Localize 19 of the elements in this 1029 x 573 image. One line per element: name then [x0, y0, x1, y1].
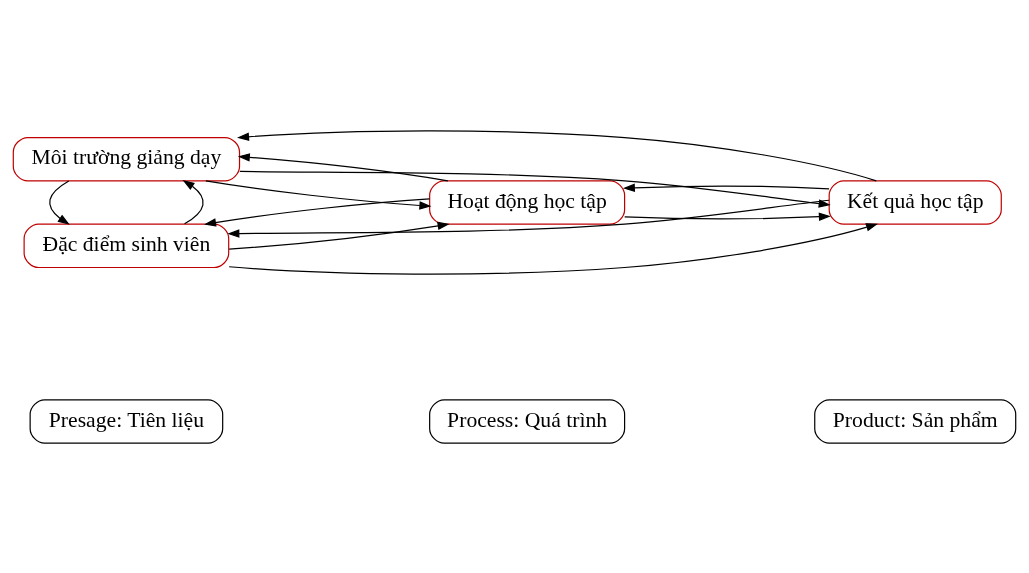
node-box: Process: Quá trình [429, 398, 626, 444]
arrow [228, 221, 450, 250]
node-box: Hoạt động học tập [429, 179, 626, 225]
arrow [622, 183, 830, 192]
node-box: Môi trường giảng dạy [12, 136, 241, 181]
arrow [182, 179, 204, 224]
arrow [204, 197, 431, 227]
arrow [237, 129, 877, 181]
arrow [49, 179, 70, 225]
node-box: Đặc điểm sinh viên [23, 223, 230, 268]
arrow [205, 179, 432, 210]
arrow [624, 212, 831, 221]
arrow [228, 222, 879, 275]
node-box: Kết quả học tập [828, 179, 1002, 225]
arrow [239, 170, 831, 208]
arrow [227, 199, 830, 238]
arrow [237, 152, 449, 181]
node-box: Presage: Tiên liệu [29, 398, 224, 444]
node-box: Product: Sản phẩm [814, 398, 1017, 444]
